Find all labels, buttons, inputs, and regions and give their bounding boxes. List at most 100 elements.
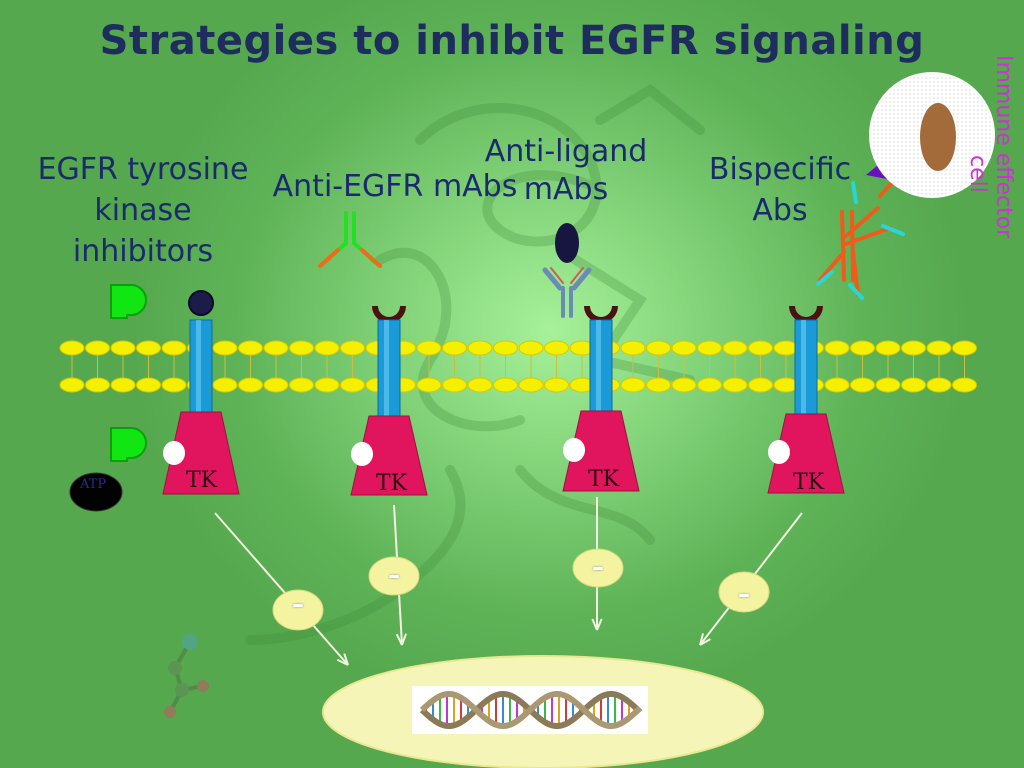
lipid-head: [442, 377, 467, 393]
inhibition-symbol-2: –: [388, 561, 400, 589]
ligand-binding-pocket: [789, 306, 823, 323]
lipid-head: [110, 340, 136, 356]
lipid-head: [136, 377, 161, 393]
antibody-icon: [318, 211, 382, 268]
lipid-head: [748, 377, 773, 393]
kinase-label-3: TK: [588, 467, 620, 492]
label-tki: EGFR tyrosine kinase inhibitors: [24, 149, 262, 272]
lipid-head: [646, 377, 671, 393]
lipid-head: [518, 377, 544, 393]
atp-binding-site: [768, 440, 790, 464]
lipid-head: [850, 340, 875, 356]
lipid-head: [416, 377, 442, 393]
lipid-head: [263, 377, 289, 393]
label-bispecific-line1: Bispecific: [708, 152, 852, 187]
atp-binding-site: [163, 441, 185, 465]
inhibition-bubble: [272, 589, 324, 631]
lipid-head: [110, 377, 136, 393]
lipid-head: [467, 377, 493, 393]
lipid-head: [289, 340, 314, 356]
tyrosine-kinase-domain: [162, 411, 240, 495]
kinase-label-4: TK: [793, 470, 825, 495]
lipid-head: [314, 340, 340, 356]
label-tki-line2: kinase: [94, 193, 192, 228]
lipid-head: [442, 340, 467, 356]
signal-arrows: [214, 497, 803, 666]
lipid-head: [161, 377, 187, 393]
signal-arrow-head: [699, 633, 711, 646]
signal-arrow-head: [395, 633, 407, 646]
lipid-head: [926, 377, 952, 393]
anti-ligand-antibody-icon: [542, 267, 592, 318]
receptor-highlight: [801, 320, 806, 414]
label-immune-effector-cell: Immune effector cell: [962, 55, 1022, 285]
lipid-head: [467, 340, 493, 356]
lipid-head: [952, 340, 977, 356]
page-title: Strategies to inhibit EGFR signaling: [99, 18, 925, 64]
lipid-head: [620, 340, 646, 356]
inhibition-symbol-4: –: [738, 580, 750, 608]
lipid-head: [926, 340, 952, 356]
label-immune-line1: Immune effector: [991, 55, 1016, 239]
receptor-highlight: [196, 320, 201, 412]
atp-molecule: [69, 472, 123, 512]
lipid-head: [773, 377, 799, 393]
lipid-head: [289, 377, 314, 393]
dna-strand: [419, 691, 643, 729]
tyrosine-kinase-domain: [767, 413, 845, 494]
protein-structure-watermark: [245, 83, 705, 645]
signal-arrow-line: [214, 512, 349, 666]
label-immune-line2: cell: [965, 155, 990, 193]
label-anti-ligand-line1: Anti-ligand: [484, 134, 648, 169]
lipid-head: [212, 340, 238, 356]
lipid-head: [314, 377, 340, 393]
lipid-head: [671, 340, 697, 356]
lipid-head: [136, 340, 161, 356]
cell-membrane: [59, 340, 977, 393]
lipid-head: [493, 377, 518, 393]
inhibition-symbol-1: –: [292, 590, 304, 618]
lipid-head: [493, 340, 518, 356]
inhibition-bubble: [368, 556, 420, 596]
label-anti-ligand-mabs: Anti-ligand mAbs: [466, 133, 666, 209]
inhibition-bubble: [572, 548, 624, 588]
lipid-head: [952, 377, 977, 393]
lipid-head: [722, 340, 748, 356]
signal-arrow-head: [591, 618, 603, 631]
inhibitor-p-icon: [110, 427, 147, 462]
ligand-binding-pocket: [372, 306, 406, 323]
lipid-head: [340, 377, 365, 393]
kinase-label-1: TK: [186, 468, 218, 493]
atp-binding-site: [351, 442, 373, 466]
dna-helix-icon: [419, 691, 643, 729]
inhibitor-p-icon: [110, 284, 147, 319]
atp-binding-site: [563, 438, 585, 462]
inhibition-bubbles: [272, 548, 770, 631]
lipid-head: [722, 377, 748, 393]
lipid-head: [85, 377, 110, 393]
molecule-watermark: [164, 634, 209, 718]
lipid-head: [875, 340, 901, 356]
lipid-head: [671, 377, 697, 393]
inhibition-bubble: [718, 571, 770, 613]
signal-arrow-head: [336, 653, 349, 666]
atp-label: ATP: [80, 477, 107, 492]
receptor-highlight: [596, 320, 601, 411]
receptor-highlight: [384, 320, 389, 416]
lipid-head: [238, 377, 263, 393]
lipid-head: [824, 377, 850, 393]
receptor-group: [162, 306, 845, 496]
lipid-head: [697, 377, 722, 393]
lipid-head: [212, 377, 238, 393]
lipid-head: [544, 377, 569, 393]
ligand-binding-pocket: [584, 306, 618, 323]
lipid-head: [773, 340, 799, 356]
lipid-head: [697, 340, 722, 356]
lipid-head: [59, 340, 85, 356]
label-bispecific-line2: Abs: [752, 193, 808, 228]
inhibition-symbol-3: –: [592, 553, 604, 581]
effector-cell-icon: [869, 72, 995, 198]
label-tki-line1: EGFR tyrosine: [37, 152, 249, 187]
lipid-head: [875, 377, 901, 393]
